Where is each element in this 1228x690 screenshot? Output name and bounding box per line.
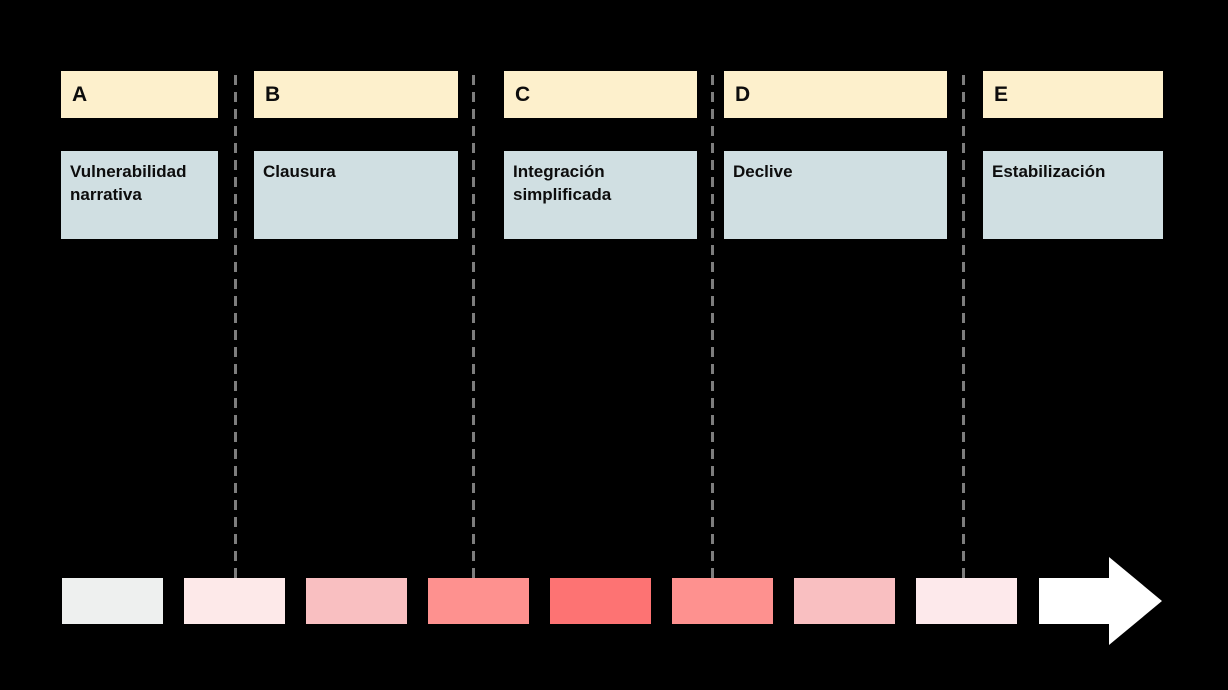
phase-d-letter: D: [735, 83, 751, 106]
phase-b-label: Clausura: [263, 162, 336, 181]
phase-c-label: Integración simplificada: [513, 162, 612, 204]
heat-cell: [306, 578, 407, 624]
phase-e-header: E: [983, 71, 1163, 118]
divider-dashed-line-4: [962, 75, 965, 578]
phase-a-label-box: Vulnerabilidad narrativa: [61, 151, 218, 239]
phase-d-header: D: [724, 71, 947, 118]
phase-a-letter: A: [72, 83, 88, 106]
heat-strip: [62, 578, 1017, 624]
phase-e-label-box: Estabilización: [983, 151, 1163, 239]
phase-c-label-box: Integración simplificada: [504, 151, 697, 239]
phase-e-label: Estabilización: [992, 162, 1106, 181]
phase-c-letter: C: [515, 83, 531, 106]
phase-a-header: A: [61, 71, 218, 118]
heat-cell: [62, 578, 163, 624]
phase-d-label: Declive: [733, 162, 793, 181]
phase-a-label: Vulnerabilidad narrativa: [70, 162, 187, 204]
phase-b-label-box: Clausura: [254, 151, 458, 239]
divider-dashed-line-2: [472, 75, 475, 578]
heat-cell: [184, 578, 285, 624]
heat-cell: [428, 578, 529, 624]
right-arrow-icon: [1039, 557, 1162, 645]
heat-cell: [550, 578, 651, 624]
heat-cell: [672, 578, 773, 624]
phase-b-letter: B: [265, 83, 281, 106]
phase-e-letter: E: [994, 83, 1009, 106]
divider-dashed-line-3: [711, 75, 714, 578]
heat-cell: [794, 578, 895, 624]
phase-b-header: B: [254, 71, 458, 118]
divider-dashed-line-1: [234, 75, 237, 578]
phase-d-label-box: Declive: [724, 151, 947, 239]
phase-c-header: C: [504, 71, 697, 118]
heat-cell: [916, 578, 1017, 624]
